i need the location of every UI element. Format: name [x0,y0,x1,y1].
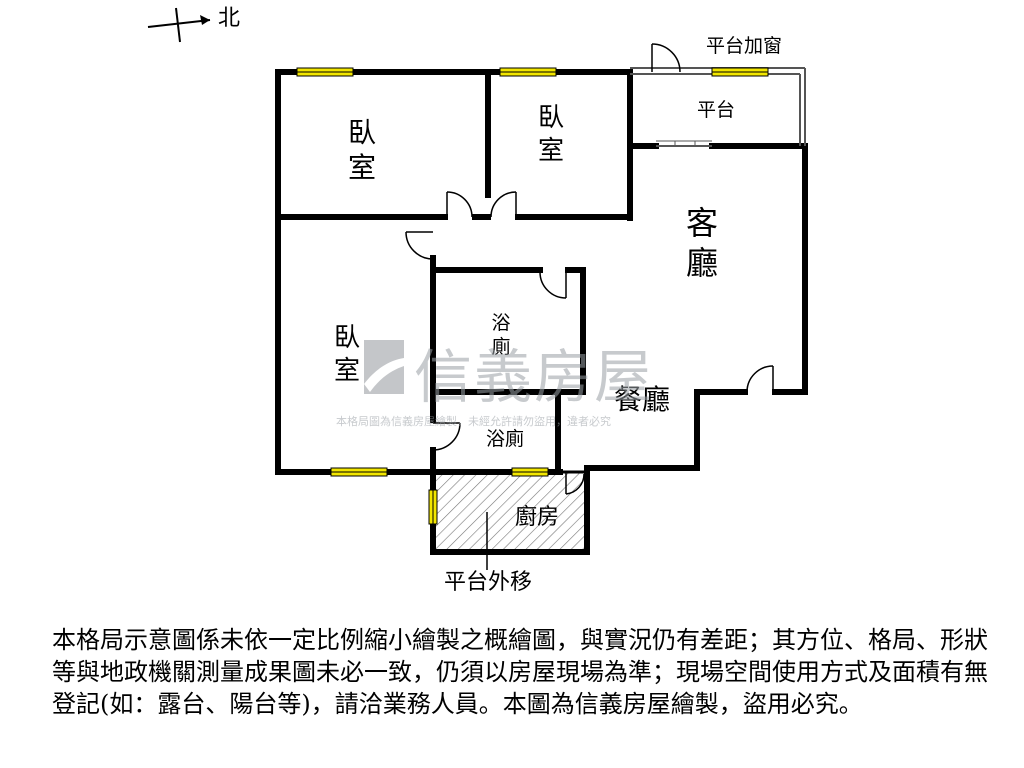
watermark-brand: 信義房屋 [414,343,655,411]
balcony-label: 平台 [697,99,736,121]
disclaimer-text: 本格局示意圖係未依一定比例縮小繪製之概繪圖，與實況仍有差距；其方位、格局、形狀等… [52,626,988,718]
north-label: 北 [218,6,241,31]
bedroom-top-left-label: 臥室 [347,116,376,184]
kitchen-area [433,472,587,552]
bathroom-1-label: 浴廁 [491,312,511,358]
walls [275,69,808,555]
bedroom-top-mid-label: 臥室 [537,103,564,166]
doors [405,43,774,495]
windows [296,67,769,525]
bathroom-2-label: 浴廁 [486,428,525,450]
watermark-logo-icon [364,340,404,394]
bedroom-left-label: 臥室 [333,323,360,386]
balcony-window-label: 平台加窗 [706,35,783,57]
kitchen-label: 廚房 [515,505,560,530]
compass-arrow-icon [147,7,211,43]
dining-room-label: 餐廳 [614,383,671,416]
living-room-label: 客廳 [685,204,718,282]
balcony-moved-label: 平台外移 [444,570,533,595]
watermark-notice: 本格局圖為信義房屋繪製，未經允許請勿盜用，違者必究 [336,415,611,428]
